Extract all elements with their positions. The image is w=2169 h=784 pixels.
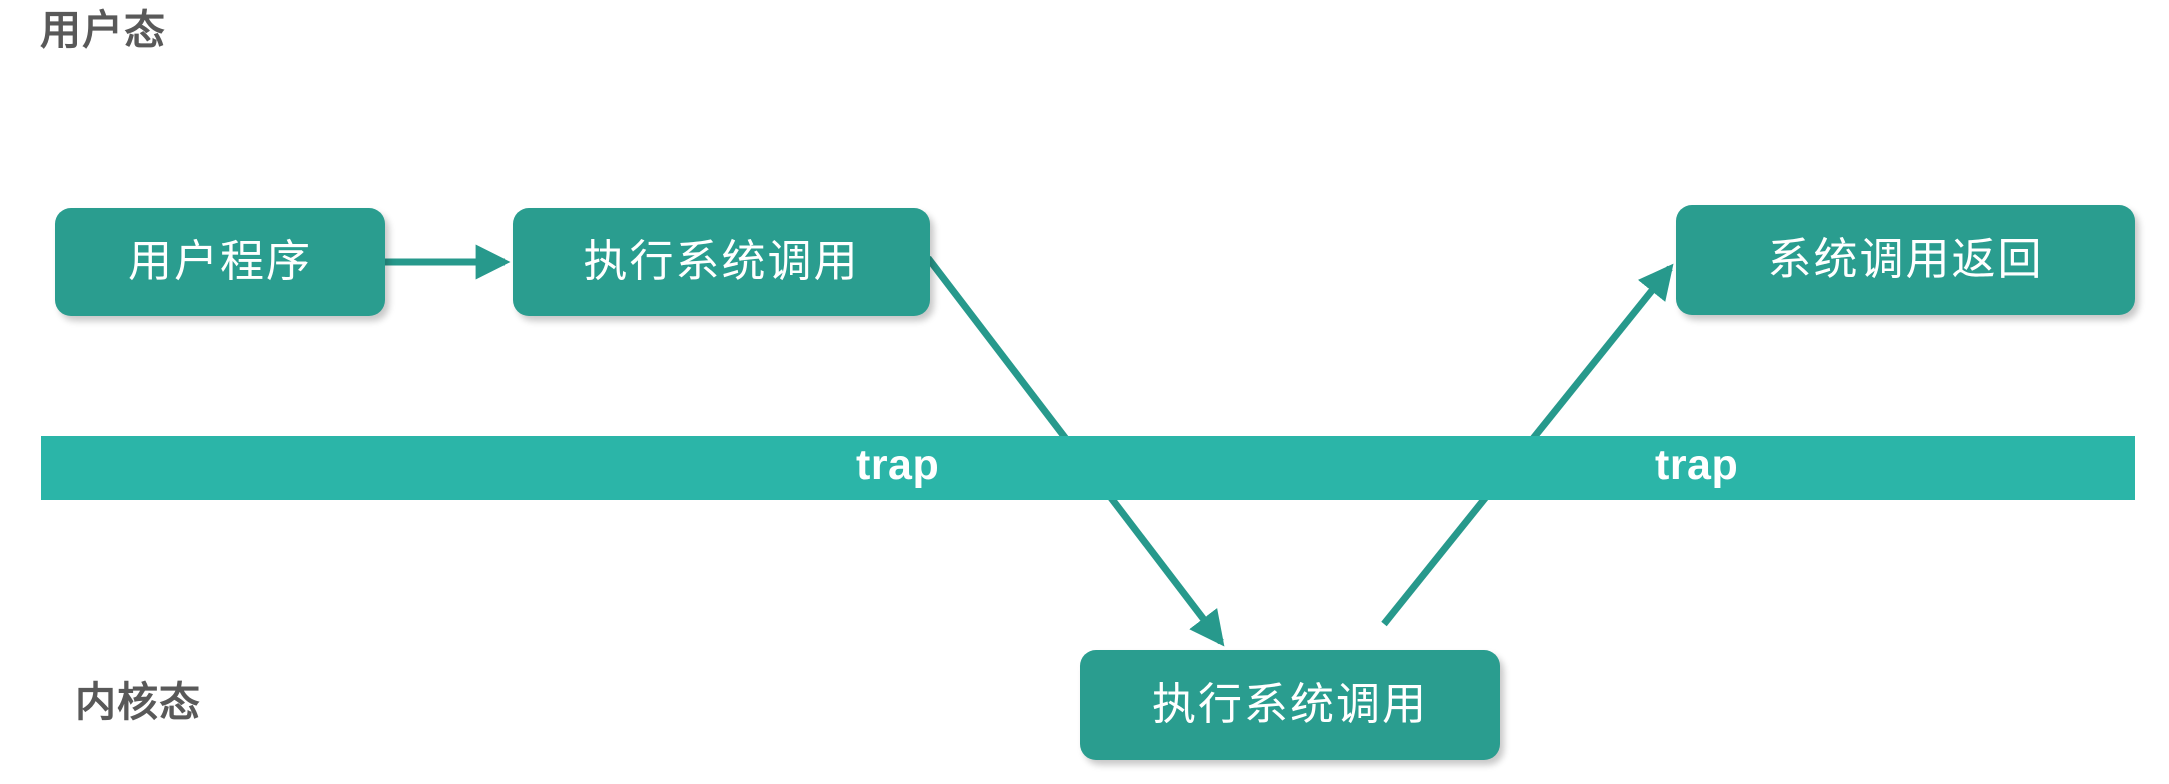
user-mode-label: 用户态 — [40, 7, 166, 53]
node-syscall-enter[interactable]: 执行系统调用 — [513, 208, 930, 316]
node-syscall-return-label: 系统调用返回 — [1767, 235, 2044, 284]
node-syscall-enter-label: 执行系统调用 — [583, 237, 860, 286]
node-user-program-label: 用户程序 — [128, 237, 312, 286]
node-user-program[interactable]: 用户程序 — [55, 208, 385, 316]
trap-label-left: trap — [856, 441, 940, 489]
node-syscall-return[interactable]: 系统调用返回 — [1676, 205, 2135, 315]
node-kernel-exec[interactable]: 执行系统调用 — [1080, 650, 1500, 760]
kernel-mode-label: 内核态 — [75, 679, 201, 725]
node-kernel-exec-label: 执行系统调用 — [1152, 680, 1428, 729]
trap-boundary-bar — [41, 436, 2135, 500]
trap-label-right: trap — [1655, 441, 1739, 489]
